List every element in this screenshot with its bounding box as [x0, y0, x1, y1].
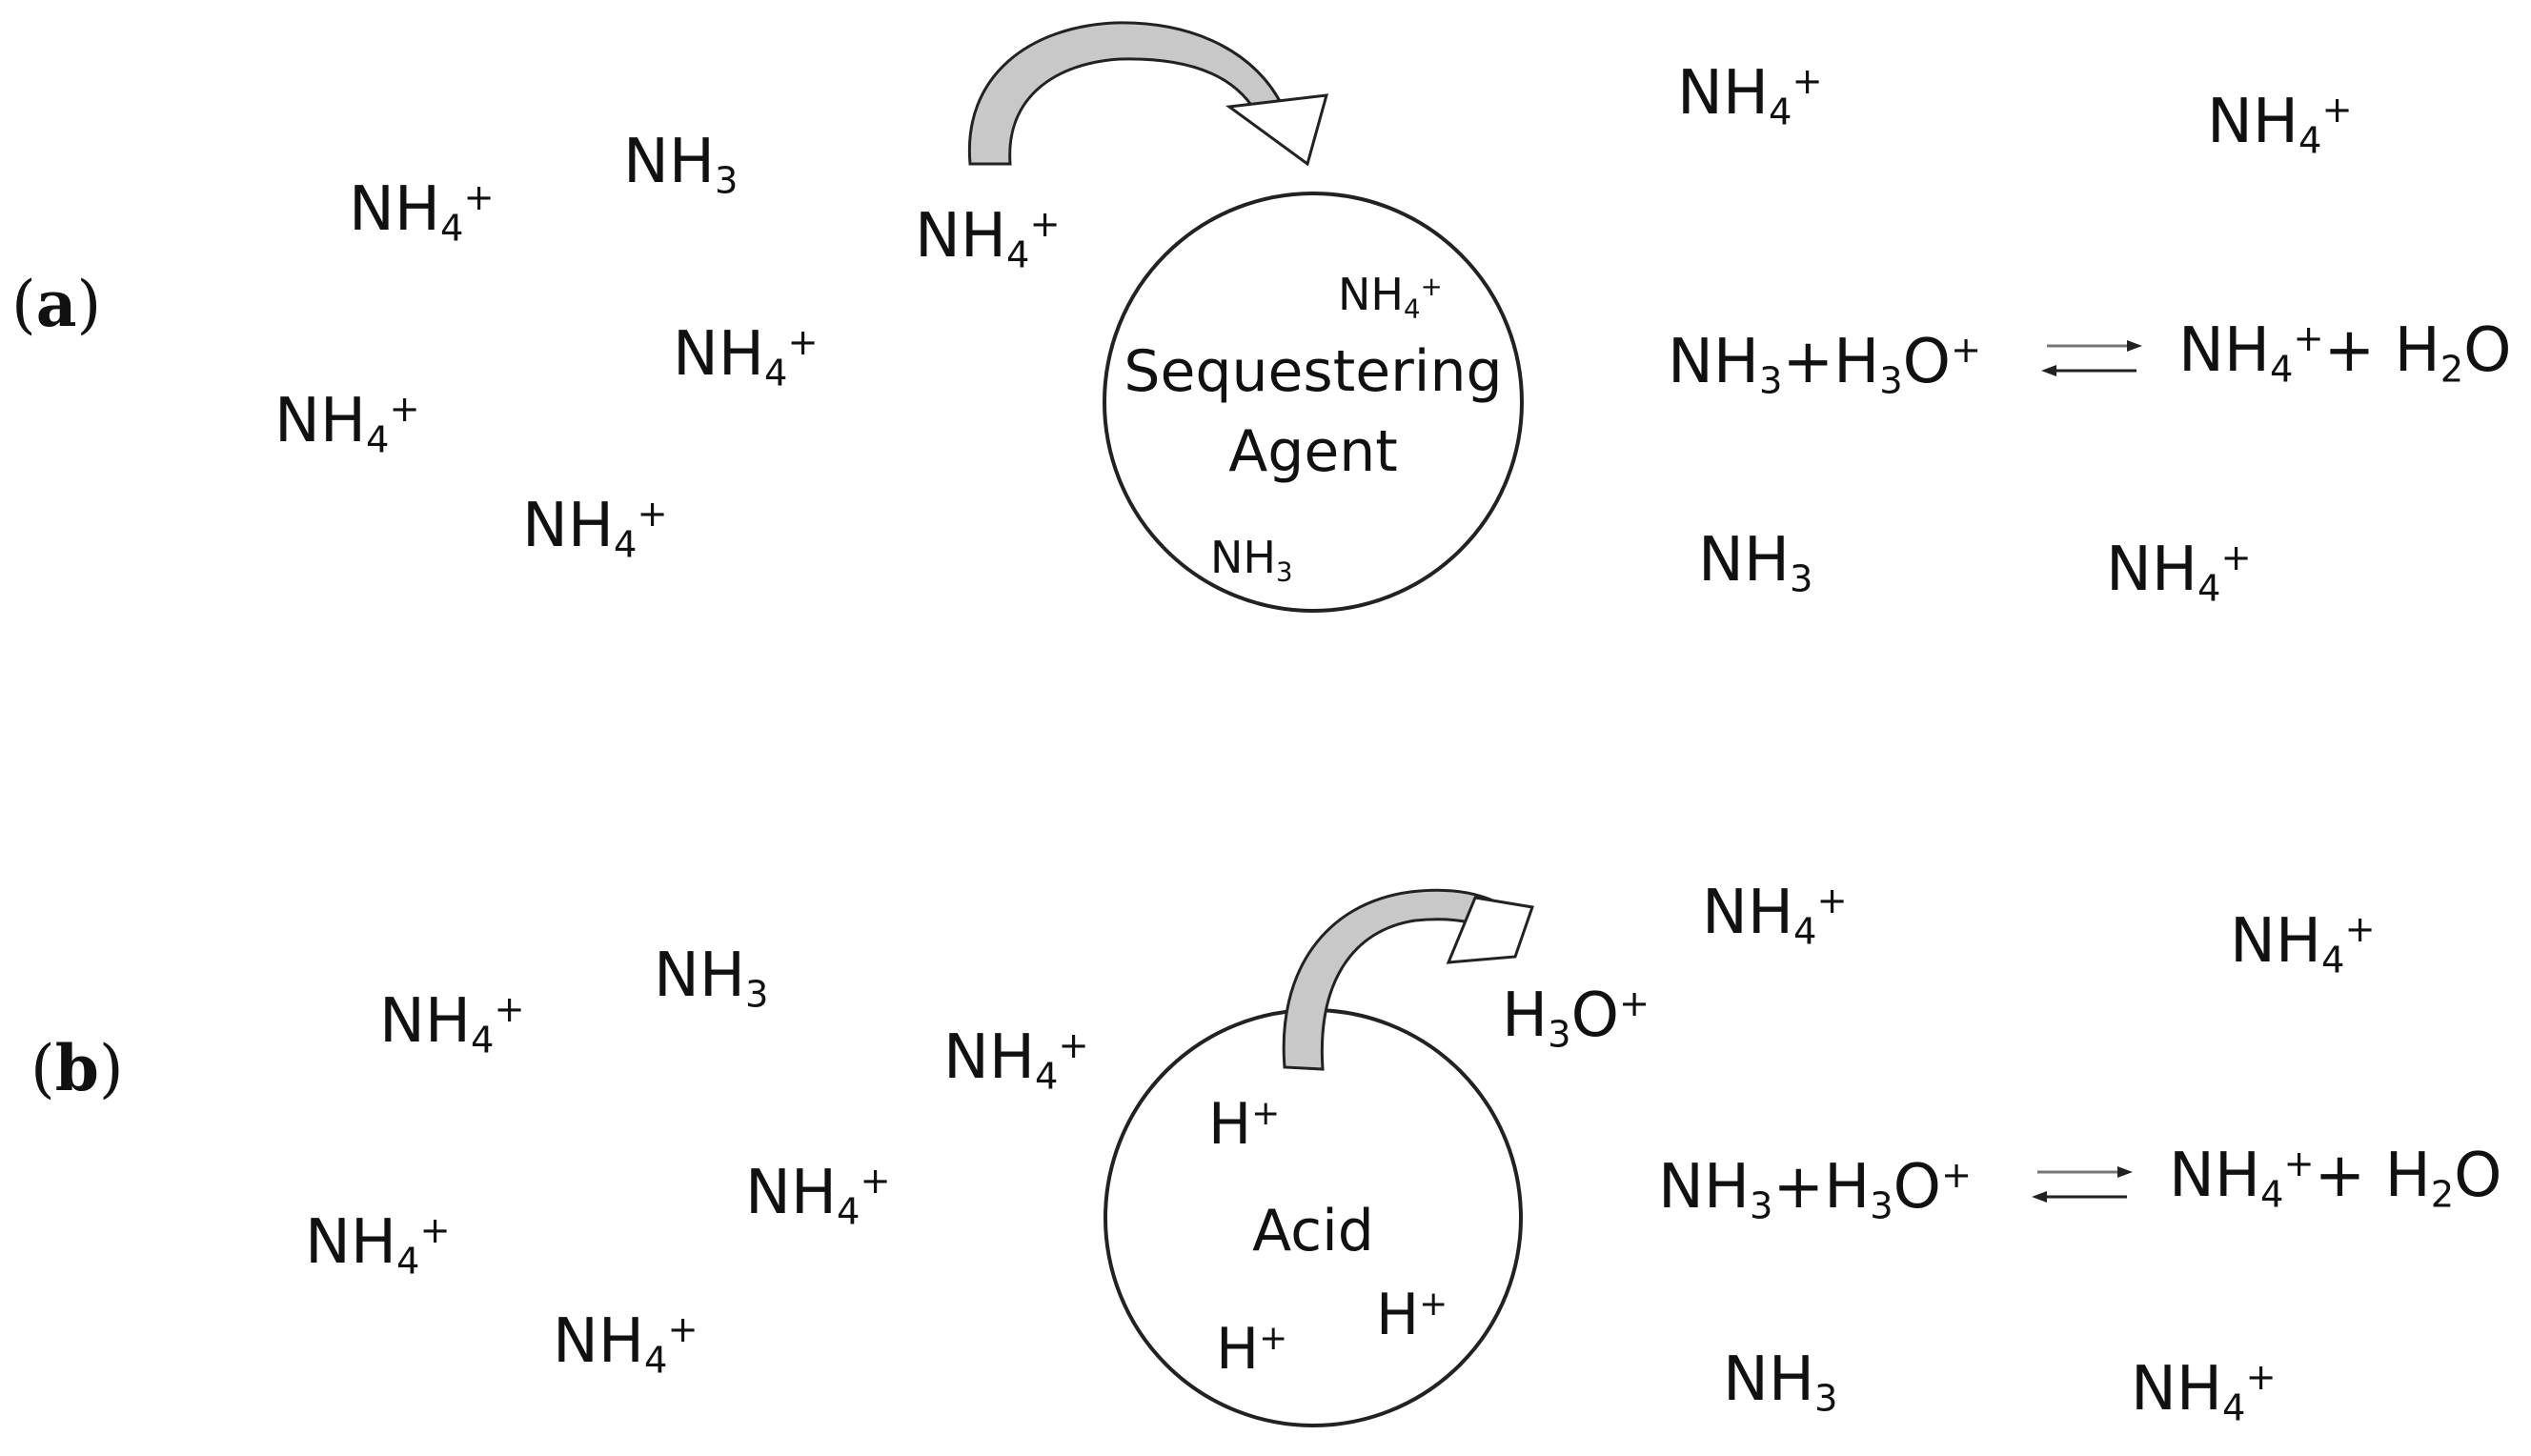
panel-letter-b: b [54, 1031, 99, 1105]
curved-arrow-into-agent-icon [967, 21, 1329, 167]
paren-open: ( [30, 1032, 55, 1105]
ammonia: NH3 [623, 127, 739, 203]
ammonia: NH3 [1698, 525, 1813, 601]
proton: H+ [1208, 1091, 1281, 1158]
nh4-ion-bound: NH4+ [1338, 269, 1443, 325]
nh4-ion: NH4+ [2106, 535, 2252, 611]
acid-label: Acid [1252, 1198, 1374, 1264]
curved-arrow-out-of-acid-icon [1282, 888, 1534, 1071]
panel-label-a: (a) [11, 273, 101, 336]
nh4-ion: NH4+ [2131, 1354, 2277, 1430]
nh4-ion: NH4+ [1702, 878, 1848, 954]
proton: H+ [1376, 1282, 1448, 1348]
paren-close: ) [98, 1032, 124, 1105]
nh4-ion: NH4+ [915, 201, 1061, 277]
nh4-ion: NH4+ [2230, 906, 2376, 982]
paren-open: ( [11, 268, 36, 341]
equilibrium-arrows-b-icon [2032, 1166, 2133, 1203]
hydronium-ion: H3O+ [1502, 981, 1650, 1057]
equilibrium-right-b: NH4++ H2O [2169, 1141, 2502, 1217]
equilibrium-right-a: NH4++ H2O [2178, 315, 2512, 392]
sequestering-agent-circle [1103, 192, 1524, 613]
ammonia: NH3 [654, 940, 769, 1017]
nh4-ion: NH4+ [553, 1306, 699, 1383]
circle-label-line1: Sequestering [1124, 338, 1503, 405]
nh4-ion: NH4+ [379, 986, 525, 1062]
circle-label-line2: Agent [1228, 418, 1398, 485]
nh4-ion: NH4+ [274, 386, 420, 462]
paren-close: ) [76, 268, 102, 341]
ammonia-bound: NH3 [1210, 532, 1293, 588]
nh4-ion: NH4+ [522, 491, 668, 567]
nh4-ion: NH4+ [1677, 58, 1823, 134]
panel-label-b: (b) [30, 1037, 124, 1101]
nh4-ion: NH4+ [745, 1158, 891, 1234]
nh4-ion: NH4+ [943, 1022, 1089, 1099]
nh4-ion: NH4+ [349, 174, 495, 251]
nh4-ion: NH4+ [305, 1207, 451, 1284]
equilibrium-left-b: NH3+H3O+ [1658, 1152, 1973, 1228]
nh4-ion: NH4+ [2207, 87, 2353, 163]
equilibrium-left-a: NH3+H3O+ [1668, 327, 1982, 403]
equilibrium-arrows-a-icon [2041, 340, 2142, 376]
proton: H+ [1216, 1316, 1288, 1383]
nh4-ion: NH4+ [673, 319, 819, 395]
panel-letter-a: a [35, 267, 77, 341]
ammonia: NH3 [1723, 1345, 1838, 1421]
